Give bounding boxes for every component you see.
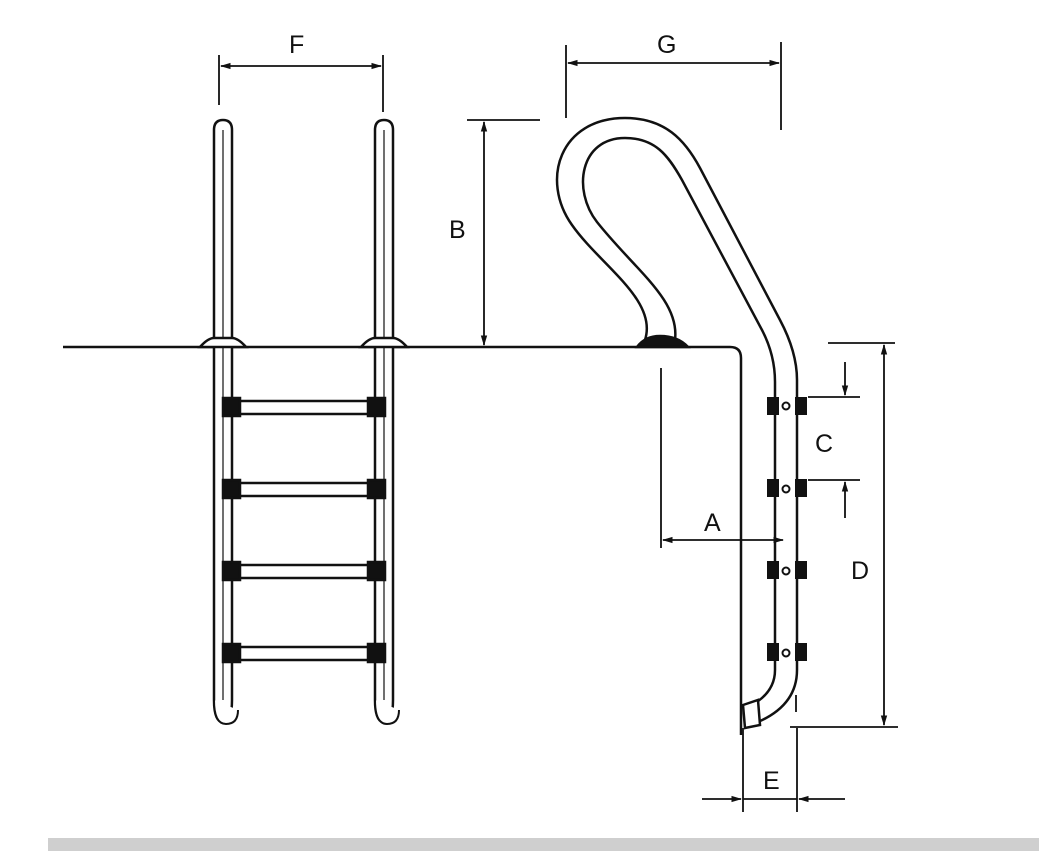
label-d: D bbox=[851, 557, 869, 585]
side-step-1 bbox=[767, 397, 807, 415]
left-anchor bbox=[197, 336, 249, 349]
handrail-foot bbox=[741, 698, 762, 730]
dimension-d bbox=[790, 342, 898, 728]
dimension-e bbox=[702, 728, 845, 812]
horizontal-scrollbar[interactable] bbox=[0, 838, 1039, 851]
right-anchor bbox=[358, 336, 410, 349]
dimension-labels: F G B A C D E bbox=[289, 31, 869, 795]
step-3 bbox=[221, 560, 387, 582]
label-b: B bbox=[449, 216, 466, 244]
step-1 bbox=[221, 396, 387, 418]
ladder-side-view bbox=[555, 116, 799, 730]
ladder-steps bbox=[221, 396, 387, 664]
step-2 bbox=[221, 478, 387, 500]
label-g: G bbox=[657, 31, 676, 59]
dimension-f bbox=[218, 55, 384, 112]
side-step-4 bbox=[767, 643, 807, 661]
handrail-inner bbox=[581, 136, 777, 707]
dimension-a bbox=[660, 368, 785, 548]
handrail-base bbox=[634, 334, 691, 349]
side-step-2 bbox=[767, 479, 807, 497]
label-c: C bbox=[815, 430, 833, 458]
ladder-front-view bbox=[197, 118, 410, 726]
dimension-g bbox=[565, 42, 782, 130]
dimension-c bbox=[808, 362, 860, 518]
label-a: A bbox=[704, 509, 721, 537]
side-step-clamps bbox=[767, 397, 807, 661]
label-e: E bbox=[763, 767, 780, 795]
label-f: F bbox=[289, 31, 304, 59]
step-4 bbox=[221, 642, 387, 664]
pool-deck-line bbox=[63, 345, 743, 735]
handrail-outer bbox=[555, 116, 799, 724]
dimension-b bbox=[467, 119, 540, 347]
side-step-3 bbox=[767, 561, 807, 579]
dimension-lines bbox=[218, 42, 898, 812]
scrollbar-thumb[interactable] bbox=[48, 838, 1039, 851]
